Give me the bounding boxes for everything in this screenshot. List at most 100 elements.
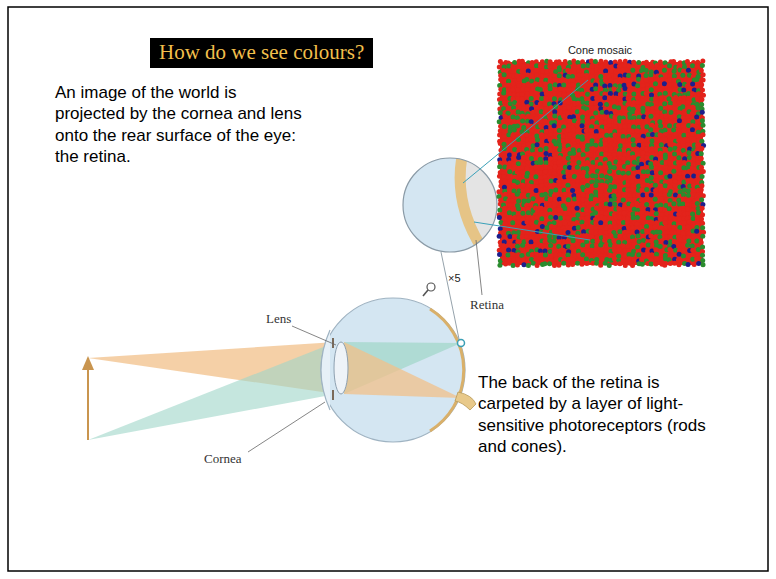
cone-dot [553,257,558,262]
cone-dot [515,239,520,244]
cone-dot [538,123,543,128]
cone-dot [520,59,525,64]
cone-dot [613,74,618,79]
cone-dot [599,119,604,124]
leader-line [476,240,482,295]
iris [332,390,334,400]
cone-dot [613,124,618,129]
cone-dot [525,72,530,77]
cone-dot [700,253,705,258]
cone-dot [539,216,544,221]
cone-dot [581,192,586,197]
cone-dot [497,215,502,220]
cone-dot [515,257,520,262]
cone-dot [589,153,594,158]
cone-dot [607,216,612,221]
cone-dot [580,212,585,217]
cone-dot [685,211,690,216]
cone-dot [694,229,699,234]
cone-dot [690,169,695,174]
cone-dot [690,91,695,96]
cone-dot [525,91,530,96]
cone-dot [566,156,571,161]
cone-dot [598,102,603,107]
cone-dot [548,197,553,202]
cone-dot [503,192,508,197]
cone-dot [575,165,580,170]
cone-dot [543,243,548,248]
cone-dot [602,83,607,88]
cone-dot [673,192,678,197]
cone-dot [607,123,612,128]
cone-dot [557,155,562,160]
cone-dot [516,230,521,235]
cone-dot [625,220,630,225]
cone-dot [533,81,538,86]
cone-dot [575,123,580,128]
cone-dot [618,143,623,148]
cone-dot [650,109,655,114]
cone-dot [686,105,691,110]
cone-dot [621,138,626,143]
cone-dot [701,169,706,174]
cone-dot [526,151,531,156]
cone-dot [603,141,608,146]
cone-dot [502,212,507,217]
cone-dot [552,77,557,82]
cone-dot [627,193,632,198]
cone-dot [572,64,577,69]
cone-dot [664,211,669,216]
cone-dot [526,160,531,165]
cone-dot [635,110,640,115]
cone-dot [694,114,699,119]
cone-dot [584,201,589,206]
cone-dot [672,69,677,74]
cone-dot [641,109,646,114]
cone-dot [515,244,520,249]
cone-dot [497,119,502,124]
cone-dot [561,134,566,139]
cone-dot [653,247,658,252]
cone-dot [529,229,534,234]
cone-dot [557,59,562,64]
cone-dot [671,169,676,174]
cone-dot [662,68,667,73]
cone-dot [506,106,511,111]
cone-dot [544,151,549,156]
cone-dot [497,65,502,70]
cone-dot [525,63,530,68]
cone-dot [502,257,507,262]
cone-dot [549,253,554,258]
cone-dot [696,91,701,96]
cone-dot [598,242,603,247]
cone-dot [529,202,534,207]
cone-dot [681,87,686,92]
cone-dot [563,59,568,64]
cone-dot [659,225,664,230]
cone-dot [654,169,659,174]
cone-dot [584,257,589,262]
cone-dot [690,105,695,110]
cone-dot [649,87,654,92]
cone-dot [593,210,598,215]
cone-dot [644,91,649,96]
cone-dot [616,179,621,184]
cone-dot [676,123,681,128]
cone-dot [600,110,605,115]
cone-dot [630,129,635,134]
cone-dot [662,137,667,142]
cone-dot [700,59,705,64]
cone-dot [667,206,672,211]
cone-dot [635,83,640,88]
cone-dot [565,87,570,92]
cone-dot [572,69,577,74]
cone-dot [603,183,608,188]
cone-dot [594,133,599,138]
cone-dot [635,128,640,133]
cone-dot [622,206,627,211]
cone-dot [535,137,540,142]
cone-dot [497,207,502,212]
cone-dot [636,252,641,257]
cone-dot [658,170,663,175]
cone-dot [636,234,641,239]
